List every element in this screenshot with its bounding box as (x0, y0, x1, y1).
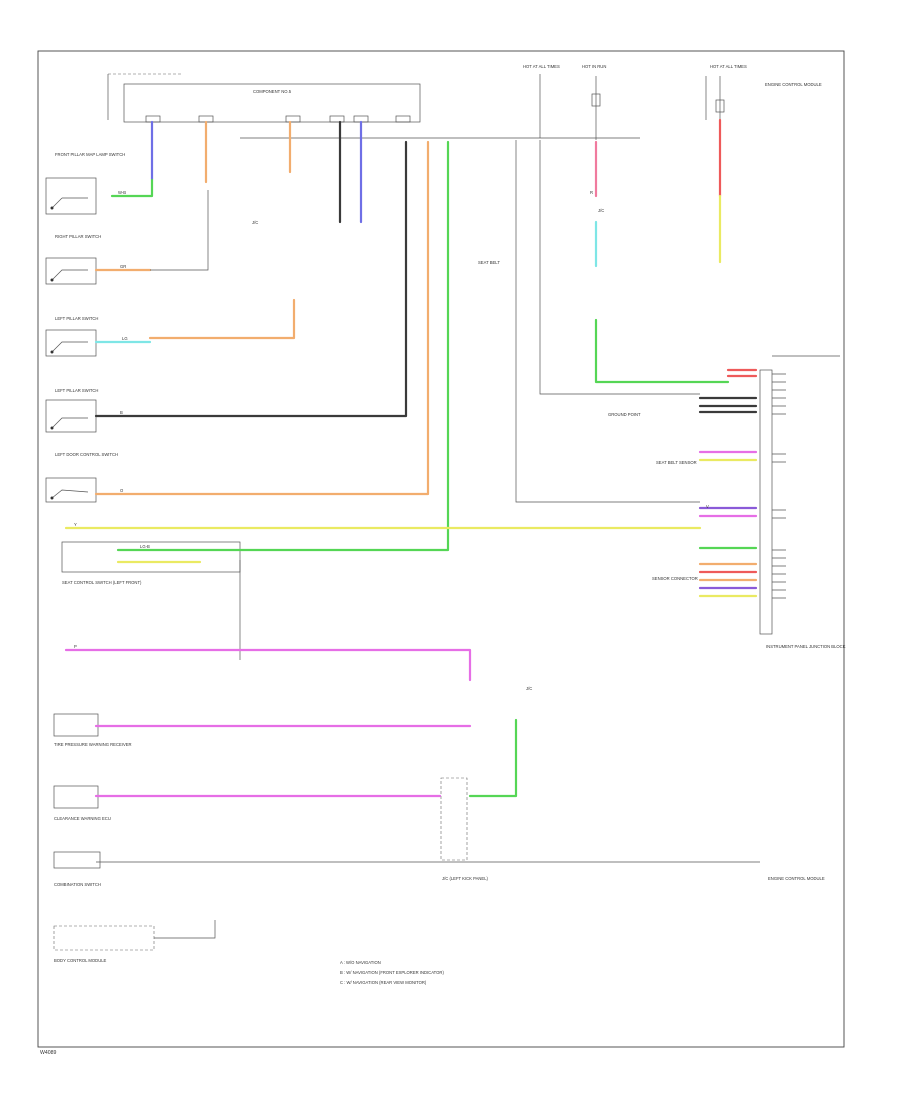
legend-b: B : W/ NAVIGATION (FRONT EXPLORER INDICA… (340, 970, 444, 975)
tire-pressure-module: TIRE PRESSURE WARNING RECEIVER (53, 713, 132, 747)
junction-connectors (145, 115, 411, 123)
body-ecu: BODY CONTROL MODULE (53, 920, 216, 963)
wire-orange-5 (94, 140, 430, 496)
top-fuse-1-label: HOT AT ALL TIMES (523, 64, 560, 69)
joint-lower-label: J/C (LEFT KICK PANEL) (442, 876, 489, 881)
wire-green-4 (468, 718, 518, 798)
legend-a: A : W/O NAVIGATION (340, 960, 381, 965)
switch-right-pillar: RIGHT PILLAR SWITCH (45, 234, 101, 285)
engine-module-label: ENGINE CONTROL MODULE (768, 876, 825, 881)
body-ecu-label: BODY CONTROL MODULE (54, 958, 107, 963)
wire-code-5: O (120, 488, 124, 493)
wire-green-2 (116, 140, 450, 552)
footer-code: W4089 (40, 1050, 57, 1056)
joint-lower: J/C (LEFT KICK PANEL) (440, 777, 489, 881)
legend-c: C : W/ NAVIGATION (REAR VIEW MONITOR) (340, 980, 427, 985)
clearance-warning-label: CLEARANCE WARNING ECU (54, 816, 111, 821)
switch-left-pillar-2-label: LEFT PILLAR SWITCH (55, 388, 98, 393)
seat-control-module: SEAT CONTROL SWITCH (LEFT FRONT) (61, 541, 241, 660)
fuse-box-2 (591, 93, 601, 107)
junction-block-label: COMPONENT NO.5 (253, 89, 292, 94)
wire-black-1 (94, 140, 408, 418)
top-fuse-3-label: HOT AT ALL TIMES (710, 64, 747, 69)
grey-line-3 (150, 190, 209, 271)
wire-black-3 (698, 396, 758, 414)
wire-code-8: P (74, 644, 77, 649)
jc-3-label: J/C (526, 686, 532, 691)
wire-code-9: R (590, 190, 593, 195)
grey-line-2 (515, 140, 700, 503)
combination-switch: COMBINATION SWITCH (53, 851, 101, 887)
wire-orange-4 (148, 298, 296, 340)
wire-code-7: LG-B (140, 544, 150, 549)
seat-belt-sensor-label: SEAT BELT SENSOR (656, 460, 697, 465)
wire-code-2: GR (120, 264, 126, 269)
wire-yellow-4 (698, 458, 758, 598)
combination-switch-label: COMBINATION SWITCH (54, 882, 101, 887)
tire-pressure-label: TIRE PRESSURE WARNING RECEIVER (54, 742, 132, 747)
fuse-box-3 (715, 99, 725, 113)
wire-code-1: W-B (118, 190, 126, 195)
switch-left-door: LEFT DOOR CONTROL SWITCH (45, 452, 118, 503)
jc-1-label: J/C (252, 220, 258, 225)
wire-code-6: Y (74, 522, 77, 527)
wire-magenta-1 (64, 648, 472, 682)
right-module-label: INSTRUMENT PANEL JUNCTION BLOCK (766, 644, 846, 649)
wire-magenta-4 (698, 450, 758, 518)
right-module-pins (772, 373, 786, 599)
sensor-connector-label: SENSOR CONNECTOR (652, 576, 698, 581)
seat-belt-label: SEAT BELT (478, 260, 500, 265)
grey-line-1 (539, 140, 700, 395)
switch-left-pillar: LEFT PILLAR SWITCH (45, 316, 98, 357)
switch-front-pillar-label: FRONT PILLAR MAP LAMP SWITCH (55, 152, 125, 157)
jc-2-label: J/C (598, 208, 604, 213)
wire-code-4: B (120, 410, 123, 415)
seat-control-label: SEAT CONTROL SWITCH (LEFT FRONT) (62, 580, 142, 585)
top-fuse-2-label: HOT IN RUN (582, 64, 606, 69)
wire-code-3: LG (122, 336, 128, 341)
switch-front-pillar: FRONT PILLAR MAP LAMP SWITCH (45, 152, 125, 215)
wire-green-1 (110, 178, 154, 198)
clearance-warning-module: CLEARANCE WARNING ECU (53, 785, 111, 821)
right-module: INSTRUMENT PANEL JUNCTION BLOCK (759, 355, 846, 649)
engine-module: ENGINE CONTROL MODULE (768, 876, 825, 881)
ground-point-label: GROUND POINT (608, 412, 641, 417)
switch-left-pillar-2: LEFT PILLAR SWITCH (45, 388, 98, 433)
diagram-frame (37, 50, 845, 1048)
legend: A : W/O NAVIGATION B : W/ NAVIGATION (FR… (340, 960, 444, 985)
switch-left-door-label: LEFT DOOR CONTROL SWITCH (55, 452, 118, 457)
wire-red-2 (726, 368, 758, 378)
wire-green-3 (594, 318, 730, 384)
junction-block-box (123, 83, 421, 123)
wire-purple-1 (698, 506, 758, 590)
wire-code-10: V (706, 504, 709, 509)
right-fuse-note: ENGINE CONTROL MODULE (765, 82, 822, 87)
switch-left-pillar-label: LEFT PILLAR SWITCH (55, 316, 98, 321)
switch-right-pillar-label: RIGHT PILLAR SWITCH (55, 234, 101, 239)
wire-orange-6 (698, 562, 758, 582)
